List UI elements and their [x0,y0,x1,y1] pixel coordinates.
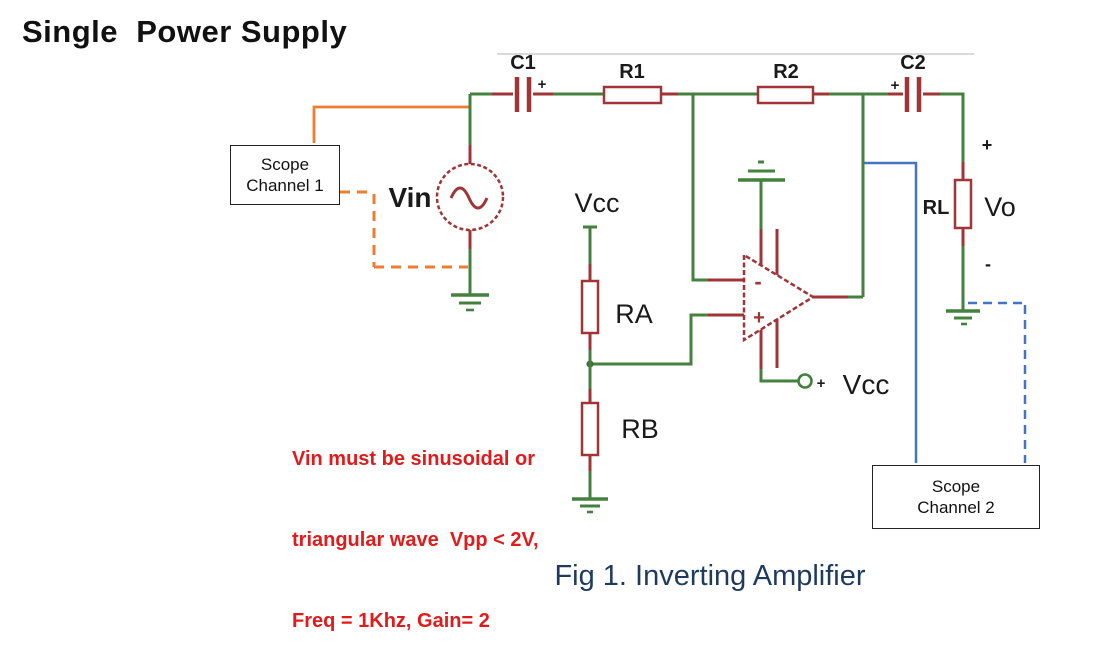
scope1-ground-probe-dashed-wire [340,190,468,269]
vcc-supply-plus-mark: + [817,375,826,392]
r2-resistor [756,85,815,105]
rl-resistor [953,178,973,230]
opamp-inverting-mark: - [754,269,761,294]
scope-channel-1-box: Scope Channel 1 [230,145,340,205]
c2-capacitor [904,77,922,112]
scope-channel-2-box: Scope Channel 2 [872,465,1040,529]
rb-label: RB [621,414,659,444]
opamp-triangle [742,252,816,343]
opamp-noninverting-mark: + [753,307,765,329]
note-line: triangular wave Vpp < 2V, [292,529,539,551]
scope2-ground-probe-dashed-wire [968,301,1027,463]
ra-resistor [580,279,600,335]
c2-label: C2 [900,52,926,74]
rb-ground-symbol [572,497,608,514]
vo-label: Vo [984,192,1016,222]
c1-label: C1 [510,52,536,74]
scope2-line2: Channel 2 [917,498,995,517]
scope2-line1: Scope [931,477,981,496]
vcc-terminal-circle [797,373,813,389]
rl-ground-symbol [946,309,980,326]
vo-minus-mark: - [985,254,991,274]
page-title: Single Power Supply [22,14,348,49]
top-signal-wire [470,92,965,162]
vcc-bias-label: Vcc [574,188,619,218]
noninverting-input-wire [590,313,708,366]
r2-label: R2 [773,61,799,83]
inverting-input-wire [691,95,708,282]
vin-label: Vin [388,182,431,213]
scope1-line2: Channel 1 [246,176,324,195]
rb-resistor [580,401,600,457]
c2-polarity-mark: + [891,77,900,94]
note-line: Freq = 1Khz, Gain= 2 [292,610,490,632]
r1-label: R1 [619,61,645,83]
figure-caption: Fig 1. Inverting Amplifier [554,560,866,592]
vcc-supply-label: Vcc [843,369,890,400]
vin-ground-symbol [451,293,489,312]
ra-label: RA [615,299,653,329]
scope2-probe-wire [863,161,918,463]
vcc-supply-wire [759,369,798,383]
opamp-ground-symbol [738,160,785,229]
signal-requirements-note: Vin must be sinusoidal or triangular wav… [292,392,539,662]
note-line: Vin must be sinusoidal or [292,448,536,470]
scope1-line1: Scope [260,155,310,174]
sine-wave-icon [449,186,489,210]
vcc-bias-branch [583,225,597,498]
circuit-schematic: - + + C1 + R1 R2 C2 + Vin Vcc RA RB RL V… [312,52,1027,514]
scope1-probe-wire [312,105,470,143]
vin-source [435,162,505,232]
c1-capacitor [514,77,532,112]
rl-label: RL [923,197,950,219]
r1-resistor [602,85,663,105]
c1-polarity-mark: + [538,76,547,93]
vo-plus-mark: + [982,135,993,155]
